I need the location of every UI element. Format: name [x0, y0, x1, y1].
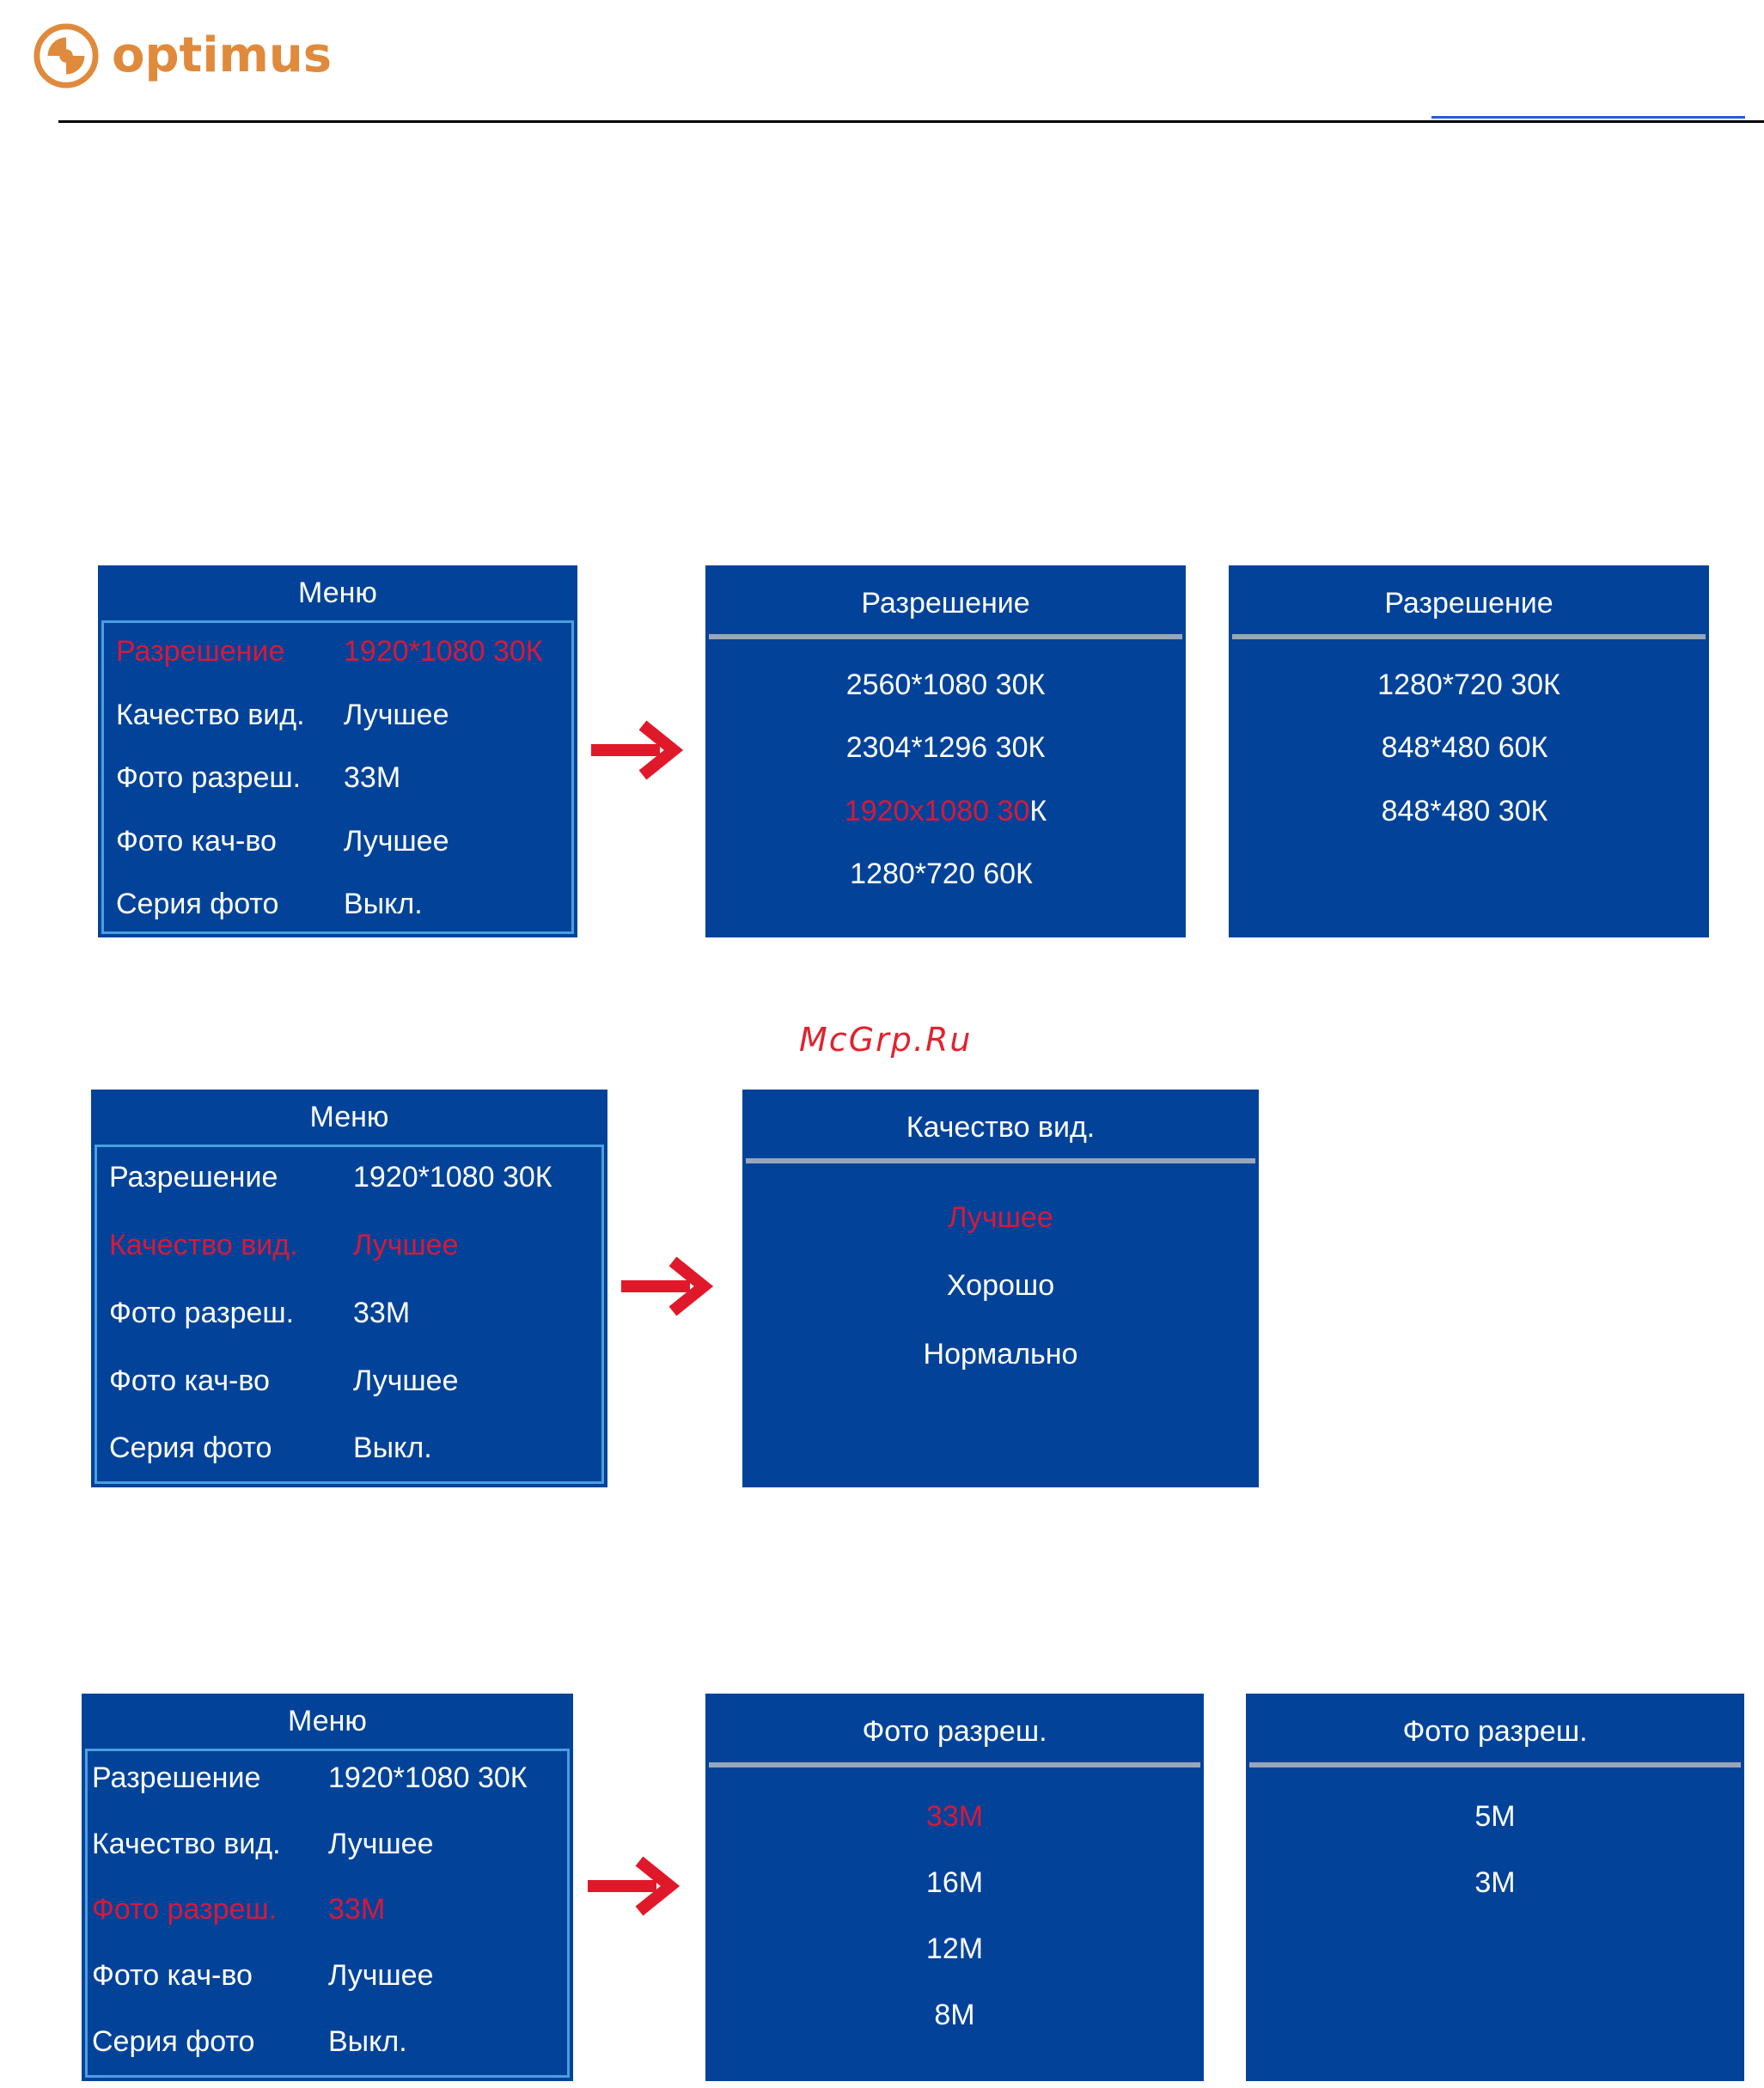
menu-item-label: Разрешение: [92, 1761, 261, 1794]
arrow-right-icon: [621, 1256, 714, 1316]
panel-title: Разрешение: [1384, 587, 1553, 620]
option-item-selected[interactable]: 33М: [925, 1800, 984, 1833]
main-menu-panel-1: Меню Разрешение 1920*1080 30К Качество в…: [98, 565, 577, 937]
menu-list: Разрешение 1920*1080 30К Качество вид. Л…: [85, 1749, 570, 2078]
panel-title: Меню: [309, 1101, 389, 1133]
title-divider: [709, 1762, 1200, 1767]
menu-item-value: 33М: [328, 1893, 386, 1926]
menu-item-value: 1920*1080 30К: [344, 635, 543, 668]
panel-title: Фото разреш.: [1402, 1715, 1588, 1748]
menu-item-value: Лучшее: [328, 1828, 434, 1860]
option-selected-text: 1920x1080 30: [844, 795, 1030, 827]
menu-item-value: Выкл.: [353, 1432, 432, 1464]
menu-item-label: Фото разреш.: [109, 1297, 295, 1329]
title-divider: [709, 634, 1182, 639]
panel-title: Фото разреш.: [862, 1715, 1047, 1748]
option-item-selected[interactable]: 1920x1080 30К: [705, 795, 1186, 828]
title-divider: [1249, 1762, 1741, 1767]
arrow-right-icon: [591, 720, 684, 780]
header-link-underline: [1431, 116, 1745, 119]
menu-item-label: Серия фото: [116, 888, 279, 920]
resolution-options-panel-1: Разрешение 2560*1080 30К 2304*1296 30К 1…: [705, 565, 1186, 937]
menu-item-value: Лучшее: [353, 1229, 459, 1261]
option-item[interactable]: 2304*1296 30К: [845, 731, 1046, 764]
menu-item-value: Выкл.: [328, 2025, 407, 2058]
panel-title: Качество вид.: [906, 1111, 1096, 1144]
menu-item-label: Серия фото: [92, 2025, 255, 2058]
main-menu-panel-3: Меню Разрешение 1920*1080 30К Качество в…: [82, 1694, 573, 2081]
option-item[interactable]: 8М: [934, 1999, 975, 2031]
menu-item-value: Выкл.: [344, 888, 423, 920]
menu-list: Разрешение 1920*1080 30К Качество вид. Л…: [101, 620, 574, 934]
option-item[interactable]: 5М: [1474, 1800, 1516, 1833]
menu-item-label: Разрешение: [109, 1161, 278, 1194]
main-menu-panel-2: Меню Разрешение 1920*1080 30К Качество в…: [91, 1090, 607, 1487]
menu-item-label: Фото разреш.: [92, 1893, 278, 1926]
menu-item-value: Лучшее: [344, 825, 449, 858]
watermark-text: McGrp.Ru: [799, 1021, 973, 1059]
option-item[interactable]: 16М: [925, 1866, 984, 1899]
menu-item-label: Качество вид.: [92, 1828, 281, 1860]
menu-item-label: Серия фото: [109, 1432, 272, 1464]
option-item[interactable]: 848*480 30К: [1381, 795, 1548, 827]
option-item-selected[interactable]: Лучшее: [948, 1201, 1053, 1234]
menu-item-value: 33М: [344, 761, 401, 794]
option-item[interactable]: 1280*720 30К: [1377, 669, 1560, 701]
option-item[interactable]: 3М: [1474, 1866, 1516, 1899]
panel-title: Разрешение: [861, 587, 1030, 620]
menu-item-label: Фото кач-во: [92, 1959, 253, 1992]
resolution-options-panel-2: Разрешение 1280*720 30К 848*480 60К 848*…: [1229, 565, 1709, 937]
menu-list: Разрешение 1920*1080 30К Качество вид. Л…: [95, 1145, 604, 1484]
option-item[interactable]: Хорошо: [946, 1269, 1055, 1302]
optimus-logo-icon: [34, 23, 99, 89]
menu-item-label: Качество вид.: [116, 699, 305, 731]
menu-item-label: Качество вид.: [109, 1229, 298, 1261]
menu-item-value: Лучшее: [328, 1959, 434, 1992]
option-item[interactable]: Нормально: [923, 1338, 1078, 1371]
photo-resolution-options-panel-2: Фото разреш. 5М 3М: [1246, 1694, 1744, 2081]
panel-title: Меню: [298, 577, 377, 609]
brand-name: optimus: [112, 27, 333, 83]
arrow-right-icon: [588, 1856, 681, 1916]
brand-logo: optimus: [33, 17, 332, 95]
title-divider: [1232, 634, 1706, 639]
header-divider: [58, 120, 1764, 123]
option-selected-suffix: К: [1029, 795, 1047, 827]
option-item[interactable]: 848*480 60К: [1381, 731, 1548, 764]
menu-item-label: Фото кач-во: [109, 1365, 270, 1397]
panel-title: Меню: [288, 1705, 367, 1737]
menu-item-value: Лучшее: [344, 699, 449, 731]
option-item[interactable]: 1280*720 60К: [850, 858, 1033, 890]
menu-item-label: Фото кач-во: [116, 825, 277, 858]
option-item[interactable]: 12М: [925, 1932, 984, 1965]
photo-resolution-options-panel-1: Фото разреш. 33М 16М 12М 8М: [705, 1694, 1204, 2081]
menu-item-value: 33М: [353, 1297, 411, 1329]
menu-item-label: Фото разреш.: [116, 761, 302, 794]
menu-item-value: Лучшее: [353, 1365, 459, 1397]
menu-item-label: Разрешение: [116, 635, 285, 668]
option-item[interactable]: 2560*1080 30К: [845, 669, 1046, 701]
title-divider: [746, 1158, 1255, 1163]
menu-item-value: 1920*1080 30К: [328, 1761, 528, 1794]
video-quality-options-panel: Качество вид. Лучшее Хорошо Нормально: [742, 1090, 1259, 1487]
menu-item-value: 1920*1080 30К: [353, 1161, 552, 1194]
